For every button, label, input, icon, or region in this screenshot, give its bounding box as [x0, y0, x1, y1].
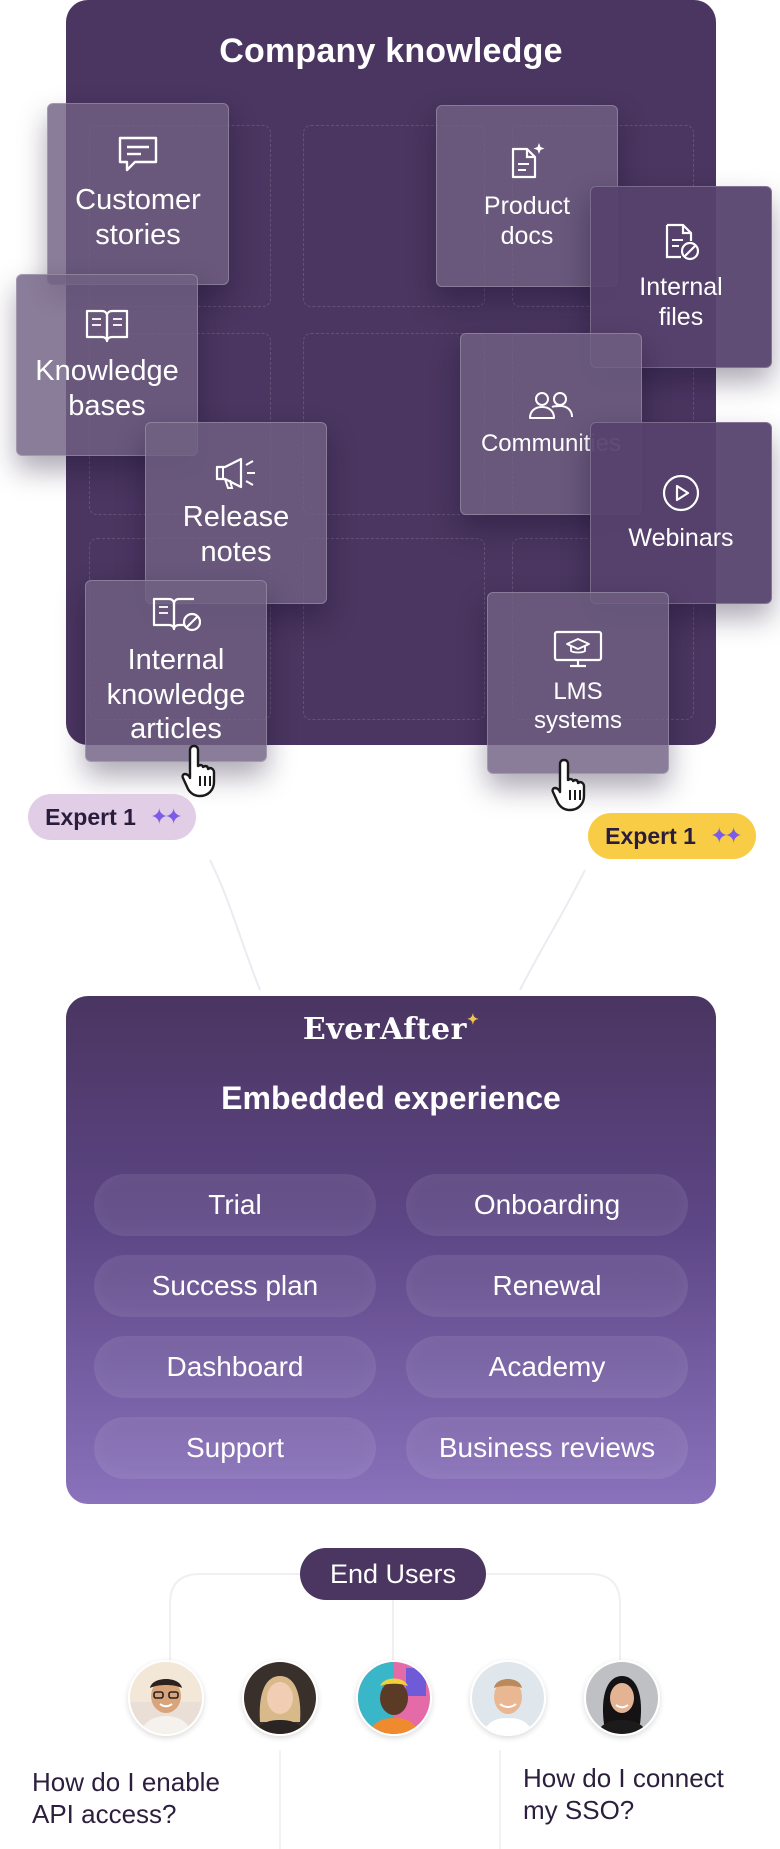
- user-avatar-icon: [130, 1662, 202, 1734]
- avatar: [128, 1660, 204, 1736]
- question-line: How do I connect: [523, 1763, 724, 1793]
- expert-badge-left: Expert 1 ✦✦: [28, 794, 196, 840]
- sparkle-icon: ✦✦: [149, 804, 183, 829]
- card-customer-stories[interactable]: Customer stories: [47, 103, 229, 285]
- user-avatar-icon: [472, 1662, 544, 1734]
- question-right: How do I connect my SSO?: [523, 1763, 773, 1826]
- card-lms-systems[interactable]: LMS systems: [487, 592, 669, 774]
- card-label-line: bases: [68, 390, 146, 422]
- card-label-line: stories: [95, 219, 181, 251]
- card-label-line: systems: [533, 707, 622, 734]
- play-icon: [662, 474, 700, 512]
- connector-lines: [209, 859, 586, 991]
- card-product-docs[interactable]: Product docs: [436, 105, 618, 287]
- document-sparkle-icon: [511, 143, 545, 179]
- end-user-connectors: [169, 1573, 621, 1849]
- book-blocked-icon: [152, 597, 201, 631]
- user-avatar-icon: [358, 1662, 430, 1734]
- card-label-line: LMS: [553, 678, 603, 706]
- card-label-line: Internal: [639, 273, 723, 301]
- card-label-line: notes: [200, 536, 272, 568]
- card-label-line: knowledge: [106, 678, 246, 711]
- grid-slot: [303, 538, 485, 720]
- card-label-line: Customer: [75, 184, 201, 217]
- pill-dashboard[interactable]: Dashboard: [94, 1336, 376, 1398]
- card-label-line: articles: [130, 713, 222, 746]
- expert-badge-label: Expert 1: [45, 803, 136, 830]
- brand-name: EverAfter: [302, 1012, 467, 1047]
- question-line: my SSO?: [523, 1794, 635, 1825]
- embedded-experience-title: Embedded experience: [221, 1080, 561, 1116]
- avatar: [584, 1660, 660, 1736]
- avatar: [356, 1660, 432, 1736]
- megaphone-icon: [215, 458, 255, 490]
- card-label-line: docs: [500, 222, 554, 250]
- pill-business-reviews[interactable]: Business reviews: [406, 1417, 688, 1479]
- avatar: [242, 1660, 318, 1736]
- card-label-line: Product: [483, 192, 571, 220]
- message-icon: [118, 137, 158, 172]
- card-label-line: Webinars: [628, 524, 734, 552]
- pill-trial[interactable]: Trial: [94, 1174, 376, 1236]
- card-label-line: Internal: [127, 643, 225, 676]
- pill-academy[interactable]: Academy: [406, 1336, 688, 1398]
- monitor-graduation-icon: [553, 631, 603, 668]
- expert-badge-right: Expert 1 ✦✦: [588, 813, 756, 859]
- question-left: How do I enable API access?: [32, 1767, 292, 1830]
- embedded-experience-panel: EverAfter✦ Embedded experience Trial Onb…: [66, 996, 716, 1504]
- sparkle-icon: ✦✦: [709, 823, 743, 848]
- pill-support[interactable]: Support: [94, 1417, 376, 1479]
- people-icon: [529, 391, 573, 419]
- card-webinars[interactable]: Webinars: [590, 422, 772, 604]
- pill-success-plan[interactable]: Success plan: [94, 1255, 376, 1317]
- end-users-label: End Users: [300, 1548, 486, 1600]
- user-avatar-icon: [586, 1662, 658, 1734]
- question-line: How do I enable: [32, 1767, 220, 1797]
- avatar: [470, 1660, 546, 1736]
- company-knowledge-title: Company knowledge: [219, 32, 563, 70]
- hand-pointer-icon: [551, 758, 586, 812]
- everafter-logo: EverAfter✦: [302, 1012, 480, 1047]
- pill-onboarding[interactable]: Onboarding: [406, 1174, 688, 1236]
- expert-badge-label: Expert 1: [605, 822, 696, 849]
- pill-renewal[interactable]: Renewal: [406, 1255, 688, 1317]
- user-avatar-icon: [244, 1662, 316, 1734]
- hand-pointer-icon: [181, 744, 216, 798]
- card-label-line: Release: [182, 501, 290, 534]
- open-book-icon: [85, 310, 129, 343]
- file-blocked-icon: [665, 223, 700, 261]
- card-release-notes[interactable]: Release notes: [145, 422, 327, 604]
- card-internal-files[interactable]: Internal files: [590, 186, 772, 368]
- card-internal-knowledge-articles[interactable]: Internal knowledge articles: [85, 580, 267, 762]
- card-knowledge-bases[interactable]: Knowledge bases: [16, 274, 198, 456]
- grid-slot: [303, 333, 485, 515]
- card-label-line: files: [658, 303, 704, 331]
- question-line: API access?: [32, 1798, 177, 1829]
- card-label-line: Knowledge: [35, 355, 179, 388]
